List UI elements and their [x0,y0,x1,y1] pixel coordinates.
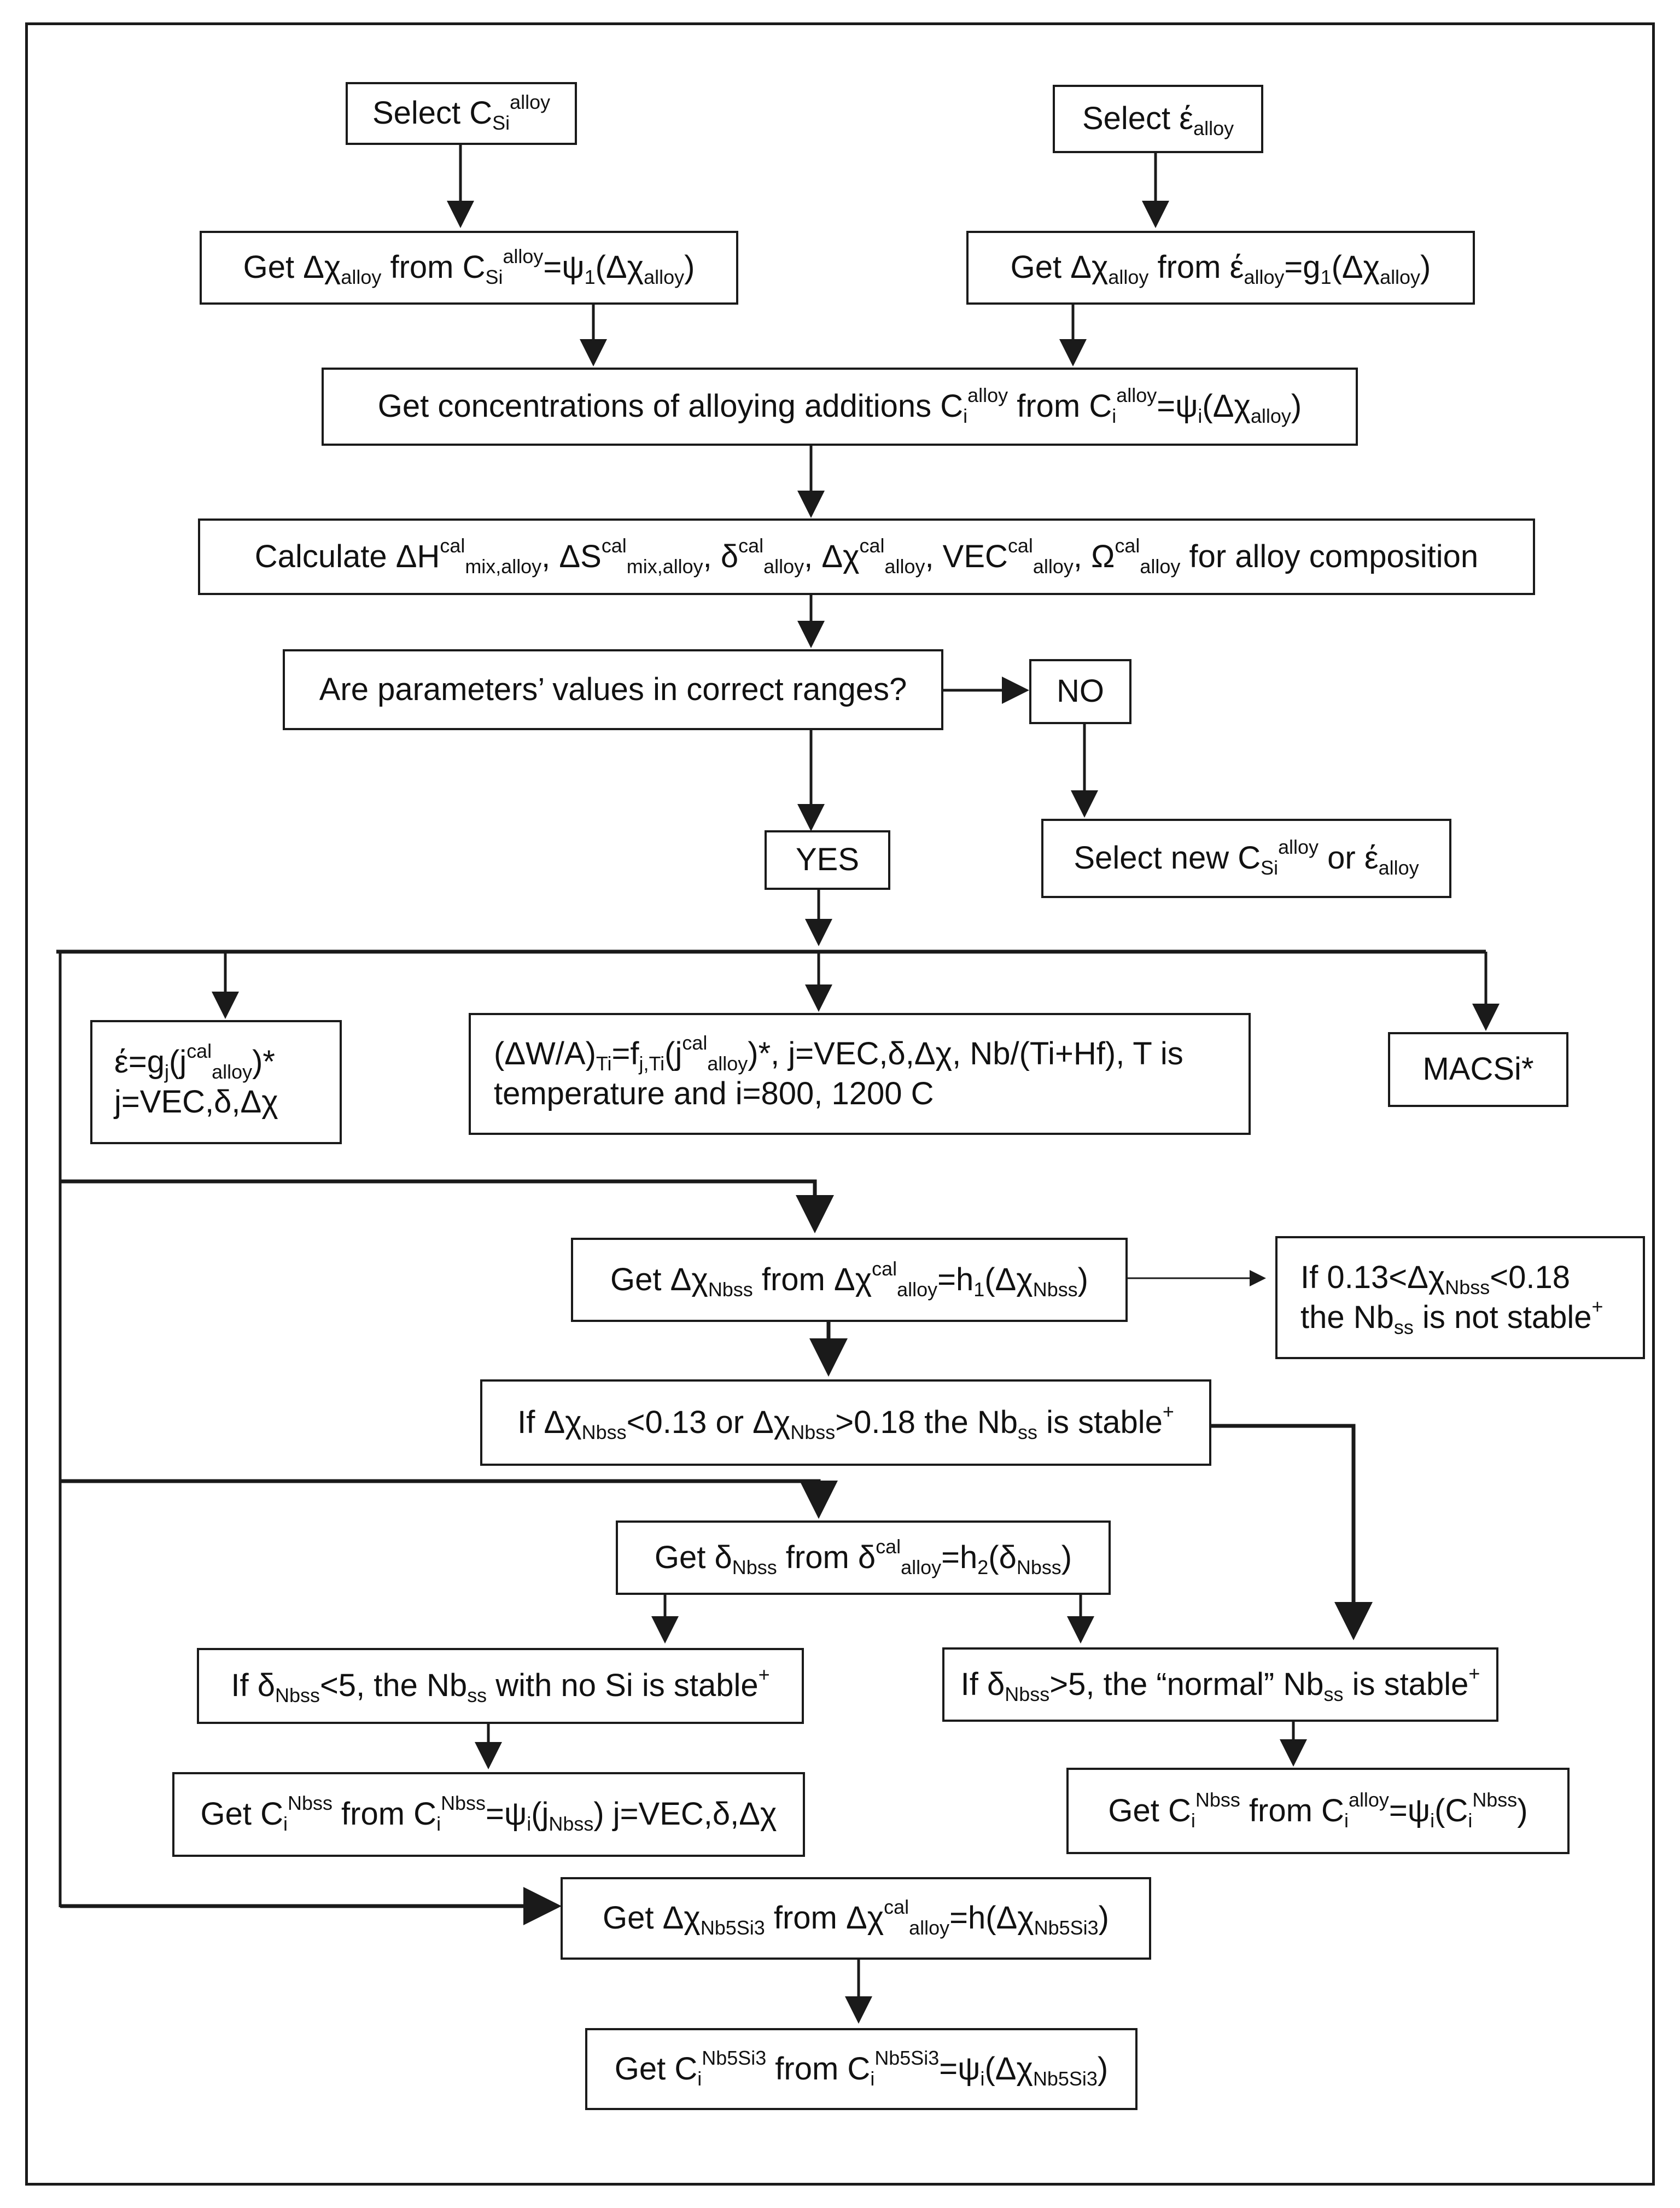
delta-gt5-text: If δNbss>5, the “normal” Nbss is stable+ [960,1662,1480,1705]
get-dx-nb5si3-box: Get ΔχNb5Si3 from Δχcalalloy=h(ΔχNb5Si3) [561,1877,1151,1960]
select-new-text: Select new CSialloy or έalloy [1074,836,1419,879]
decision-box: Are parameters’ values in correct ranges… [283,649,943,730]
no-box: NO [1029,659,1131,724]
nbss-stable-text: If ΔχNbss<0.13 or ΔχNbss>0.18 the Nbss i… [517,1400,1174,1443]
get-delta-nbss-text: Get δNbss from δcalalloy=h2(δNbss) [654,1535,1072,1578]
nbss-stable-box: If ΔχNbss<0.13 or ΔχNbss>0.18 the Nbss i… [480,1379,1211,1466]
strain-formula-box: έ=gj(jcalalloy)*j=VEC,δ,Δχ [90,1020,342,1144]
strain-formula-text: έ=gj(jcalalloy)*j=VEC,δ,Δχ [114,1040,278,1120]
get-ci-nbss-alloy-box: Get CiNbss from Cialloy=ψi(CiNbss) [1066,1768,1570,1854]
select-strain-alloy-box: Select έalloy [1053,85,1263,153]
get-ci-nbss-alloy-text: Get CiNbss from Cialloy=ψi(CiNbss) [1108,1788,1528,1832]
get-dx-nb5si3-text: Get ΔχNb5Si3 from Δχcalalloy=h(ΔχNb5Si3) [603,1896,1109,1939]
yes-box: YES [765,830,890,890]
yes-text: YES [795,842,860,878]
get-dx-nbss-box: Get ΔχNbss from Δχcalalloy=h1(ΔχNbss) [571,1238,1128,1322]
get-ci-nbss-j-box: Get CiNbss from CiNbss=ψi(jNbss) j=VEC,δ… [172,1772,805,1857]
delta-gt5-box: If δNbss>5, the “normal” Nbss is stable+ [942,1647,1498,1722]
get-ci-nb5si3-text: Get CiNb5Si3 from CiNb5Si3=ψi(ΔχNb5Si3) [614,2046,1109,2090]
get-dx-from-strain-text: Get Δχalloy from έalloy=g1(Δχalloy) [1010,249,1431,289]
oxidation-formula-box: (ΔW/A)Ti=fj,Ti(jcalalloy)*, j=VEC,δ,Δχ, … [469,1013,1251,1135]
calculate-parameters-box: Calculate ΔHcalmix,alloy, ΔScalmix,alloy… [198,518,1535,595]
get-dx-from-csi-text: Get Δχalloy from CSialloy=ψ1(Δχalloy) [243,245,695,289]
get-dx-nbss-text: Get ΔχNbss from Δχcalalloy=h1(ΔχNbss) [610,1257,1088,1301]
get-concentrations-box: Get concentrations of alloying additions… [322,368,1358,446]
delta-lt5-box: If δNbss<5, the Nbss with no Si is stabl… [197,1648,804,1724]
arrow-bus-b14 [60,1179,834,1233]
get-ci-nbss-j-text: Get CiNbss from CiNbss=ψi(jNbss) j=VEC,δ… [200,1792,777,1836]
select-strain-alloy-text: Select έalloy [1082,101,1234,140]
no-text: NO [1057,673,1104,709]
macsi-box: MACSi* [1388,1032,1568,1107]
get-dx-from-csi-box: Get Δχalloy from CSialloy=ψ1(Δχalloy) [200,231,738,305]
get-concentrations-text: Get concentrations of alloying additions… [377,384,1302,428]
diagram-frame [25,22,1655,2186]
get-delta-nbss-box: Get δNbss from δcalalloy=h2(δNbss) [616,1520,1111,1595]
oxidation-formula-text: (ΔW/A)Ti=fj,Ti(jcalalloy)*, j=VEC,δ,Δχ, … [494,1032,1183,1111]
select-csi-alloy-box: Select CSialloy [346,82,577,145]
arrow-bus-b17 [60,1479,838,1519]
select-new-box: Select new CSialloy or έalloy [1041,819,1451,898]
get-dx-from-strain-box: Get Δχalloy from έalloy=g1(Δχalloy) [966,231,1475,305]
select-csi-alloy-text: Select CSialloy [372,91,551,135]
arrow-b16-b19 [1211,1424,1373,1640]
calculate-parameters-text: Calculate ΔHcalmix,alloy, ΔScalmix,alloy… [254,534,1479,578]
decision-text: Are parameters’ values in correct ranges… [319,671,907,707]
get-ci-nb5si3-box: Get CiNb5Si3 from CiNb5Si3=ψi(ΔχNb5Si3) [585,2028,1138,2110]
delta-lt5-text: If δNbss<5, the Nbss with no Si is stabl… [231,1663,770,1707]
macsi-text: MACSi* [1422,1051,1534,1087]
